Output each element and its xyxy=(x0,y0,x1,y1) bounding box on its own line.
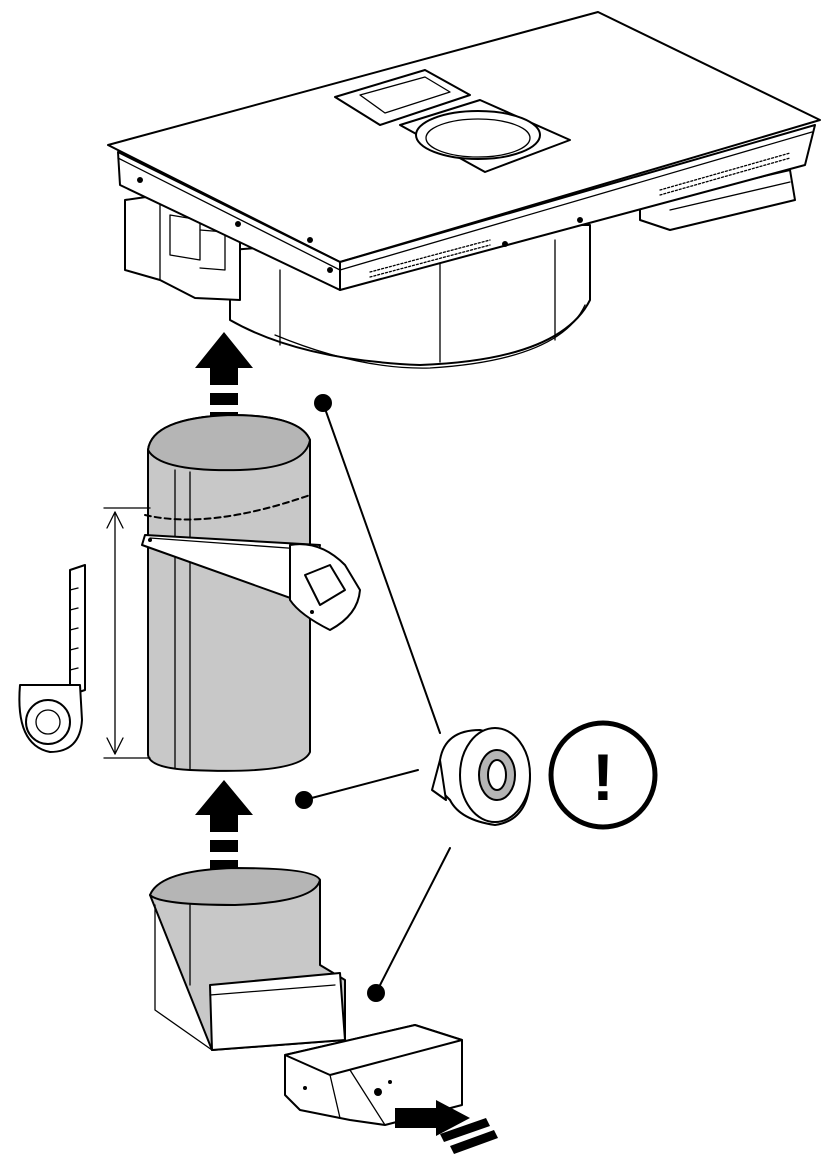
inlet-arrow xyxy=(395,1100,498,1154)
upward-arrow-top xyxy=(195,332,253,424)
upward-arrow-middle xyxy=(195,780,253,872)
duct-inlet-adapter xyxy=(284,1024,463,1126)
hob-extractor-opening xyxy=(399,99,571,173)
warning-symbol: ! xyxy=(592,740,614,814)
rectangular-duct xyxy=(144,414,311,772)
hand-saw-icon xyxy=(141,534,361,631)
length-dimension xyxy=(103,507,151,759)
elbow-duct xyxy=(149,867,346,1051)
adhesive-tape-icon xyxy=(431,727,531,826)
hob-vent-grille xyxy=(369,152,791,278)
exclamation-circle-icon xyxy=(548,720,658,830)
hob-with-extractor xyxy=(107,11,821,369)
measuring-tape-icon xyxy=(18,564,86,753)
pointer-lines xyxy=(295,394,451,1002)
